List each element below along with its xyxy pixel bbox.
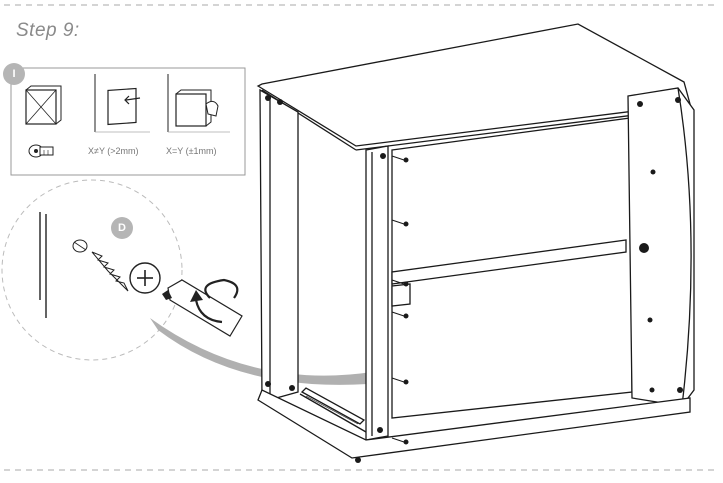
squareness-inset (3, 63, 246, 176)
cabinet-drawing (256, 23, 695, 463)
inset-badge-label: I (12, 68, 16, 80)
diagonal-check-icon (25, 85, 62, 125)
rear-rail (391, 239, 627, 285)
caption-out-of-square: X≠Y (>2mm) (88, 146, 139, 156)
step-title: Step 9: (16, 20, 80, 41)
out-of-square-icon (94, 74, 150, 133)
top-panel (256, 23, 691, 147)
detail-dashed-circle (1, 179, 183, 361)
drawer-runner (300, 387, 366, 425)
inset-badge (3, 63, 25, 85)
screw-holes (265, 95, 683, 463)
square-ok-icon (167, 74, 230, 133)
detail-badge-label: D (118, 222, 126, 234)
tape-measure-icon (28, 144, 54, 158)
detail-badge (111, 217, 133, 239)
center-divider (365, 145, 389, 441)
caption-square: X=Y (±1mm) (166, 146, 217, 156)
callout-pointer (150, 318, 372, 385)
screw-detail-callout (1, 179, 372, 385)
divider-screws (391, 155, 409, 445)
bottom-panel (257, 389, 691, 459)
screw-icon (72, 239, 161, 294)
screwdriver-icon (162, 278, 243, 337)
left-side-panel (259, 88, 299, 403)
